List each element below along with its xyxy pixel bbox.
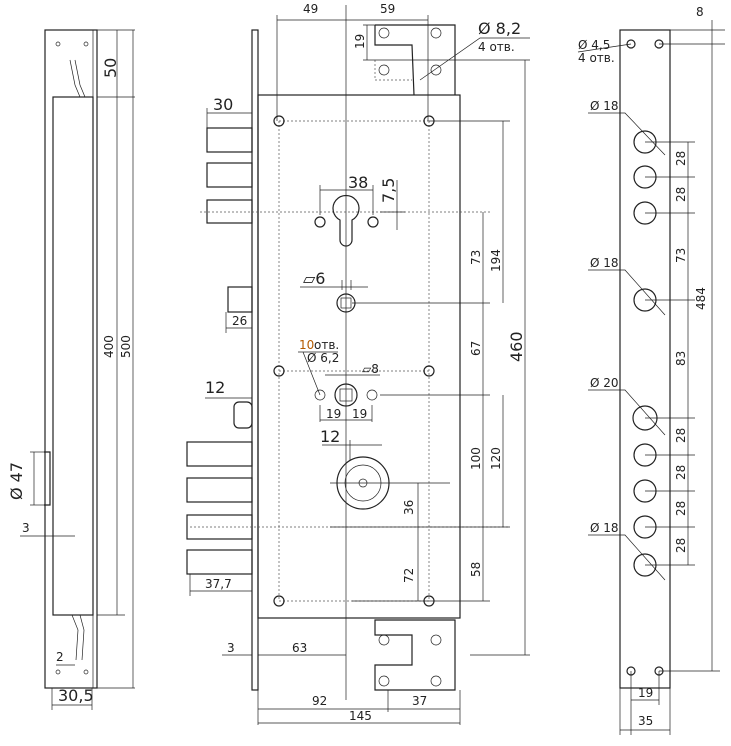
hole-18-b: Ø 18 xyxy=(590,256,619,270)
strike-plate-view: 8 Ø 4,5 4 отв. Ø 18 Ø 18 Ø 20 Ø 18 28 28… xyxy=(577,5,725,735)
dim-36: 36 xyxy=(402,500,416,515)
holes-10: 10 xyxy=(299,338,314,352)
hole-diameter: Ø 8,2 xyxy=(478,19,521,38)
dim-58: 58 xyxy=(469,562,483,577)
dim-8: 8 xyxy=(696,5,704,19)
dim-72: 72 xyxy=(402,568,416,583)
mount-screws xyxy=(273,115,435,607)
spacing-28-b: 28 xyxy=(674,187,688,202)
spacing-28-c: 28 xyxy=(674,428,688,443)
strike-holes xyxy=(632,130,658,577)
hole-18-a: Ø 18 xyxy=(590,99,619,113)
dim-30: 30 xyxy=(213,95,233,114)
dim-19-left: 19 xyxy=(326,407,341,421)
spacing-28-e: 28 xyxy=(674,501,688,516)
small-hole-diameter: Ø 4,5 xyxy=(578,38,610,52)
dim-26: 26 xyxy=(232,314,247,328)
dim-30-5: 30,5 xyxy=(58,686,94,705)
hole-count: 4 отв. xyxy=(478,40,515,54)
dim-19-right-view: 19 xyxy=(638,686,653,700)
dim-73: 73 xyxy=(469,250,483,265)
front-view: 49 59 19 Ø 8,2 4 отв. 30 38 7,5 73 194 4… xyxy=(186,2,530,725)
dim-7-5: 7,5 xyxy=(379,178,398,203)
dim-460: 460 xyxy=(507,331,526,362)
dim-120: 120 xyxy=(489,447,503,470)
dim-37-7: 37,7 xyxy=(205,577,232,591)
dim-35: 35 xyxy=(638,714,653,728)
dim-19-right: 19 xyxy=(352,407,367,421)
square-8: ▱8 xyxy=(362,362,379,376)
dim-400: 400 xyxy=(102,335,116,358)
dim-47: Ø 47 xyxy=(7,462,26,500)
spacing-28-f: 28 xyxy=(674,538,688,553)
spacing-484: 484 xyxy=(694,287,708,310)
spacing-28-a: 28 xyxy=(674,151,688,166)
dim-37: 37 xyxy=(412,694,427,708)
dim-59: 59 xyxy=(380,2,395,16)
dim-92: 92 xyxy=(312,694,327,708)
dim-63: 63 xyxy=(292,641,307,655)
dim-12-a: 12 xyxy=(205,378,225,397)
dim-194: 194 xyxy=(489,249,503,272)
spacing-73: 73 xyxy=(674,248,688,263)
dim-145: 145 xyxy=(349,709,372,723)
dim-500: 500 xyxy=(119,335,133,358)
dim-100: 100 xyxy=(469,447,483,470)
side-view: 50 400 500 Ø 47 3 2 30,5 xyxy=(7,29,135,710)
dim-50: 50 xyxy=(101,58,120,78)
dim-2: 2 xyxy=(56,650,64,664)
dim-12-b: 12 xyxy=(320,427,340,446)
hole-18-c: Ø 18 xyxy=(590,521,619,535)
dim-3: 3 xyxy=(22,521,30,535)
dim-49: 49 xyxy=(303,2,318,16)
spacing-28-d: 28 xyxy=(674,465,688,480)
spacing-83: 83 xyxy=(674,351,688,366)
holes-10-unit: отв. xyxy=(314,338,339,352)
square-6: ▱6 xyxy=(303,269,325,288)
small-hole-count: 4 отв. xyxy=(578,51,615,65)
dim-67: 67 xyxy=(469,341,483,356)
dim-38: 38 xyxy=(348,173,368,192)
dim-19-top: 19 xyxy=(353,34,367,49)
hole-20: Ø 20 xyxy=(590,376,619,390)
holes-diameter: Ø 6,2 xyxy=(307,351,339,365)
dim-3-front: 3 xyxy=(227,641,235,655)
